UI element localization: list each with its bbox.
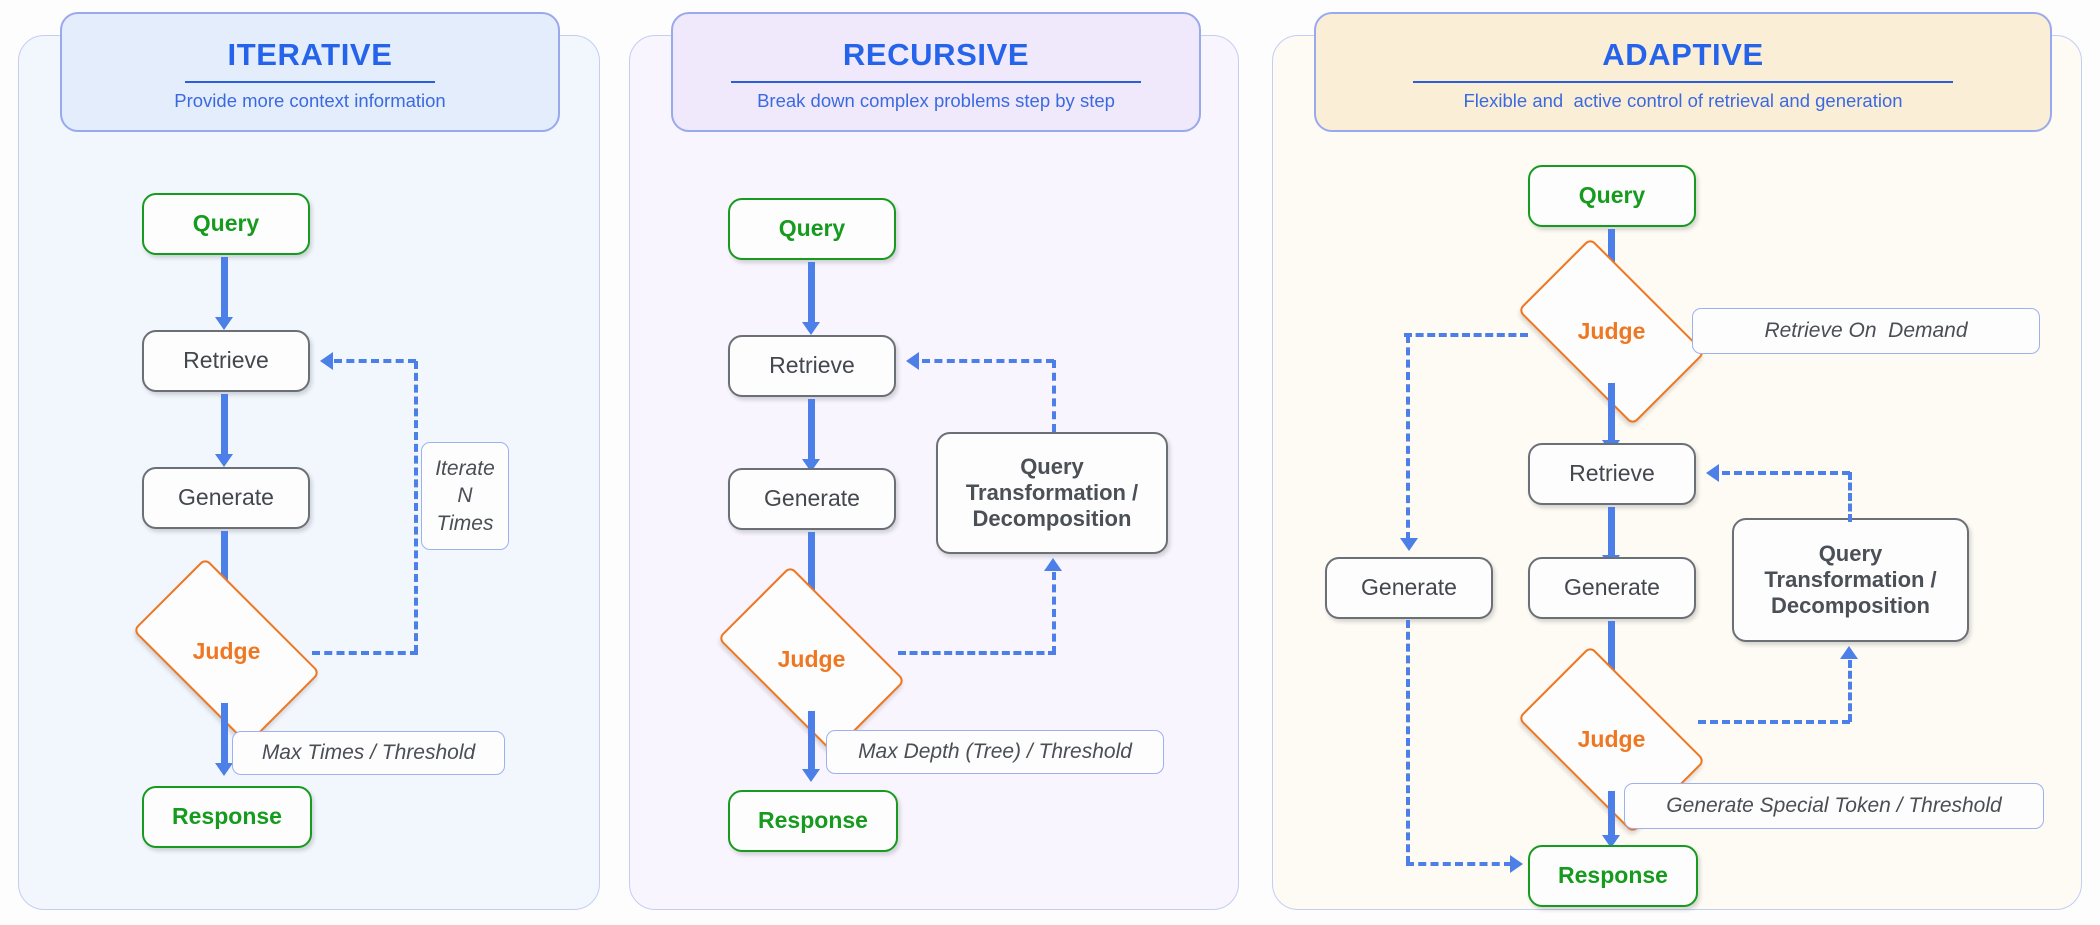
title-divider bbox=[1413, 81, 1953, 83]
arrow-head-down bbox=[1602, 835, 1620, 848]
node-adaptive-judge-top[interactable]: Judge bbox=[1517, 237, 1706, 426]
panel-recursive-title: RECURSIVE bbox=[842, 37, 1030, 73]
note-adaptive-exit: Generate Special Token / Threshold bbox=[1624, 783, 2044, 829]
dashed-judge-right bbox=[312, 651, 418, 655]
node-adaptive-judge-bottom-label: Judge bbox=[1577, 726, 1646, 752]
dashed-left-down bbox=[1406, 335, 1410, 540]
arrow-judge-retrieve bbox=[1608, 383, 1615, 444]
arrow-head-left bbox=[320, 352, 333, 370]
dashed-to-retrieve bbox=[1722, 471, 1850, 475]
arrow-head-down bbox=[215, 763, 233, 776]
dashed-to-response bbox=[1406, 862, 1512, 866]
arrow-head-down bbox=[802, 769, 820, 782]
dashed-judgeb-right bbox=[1698, 720, 1850, 724]
dashed-generate-down bbox=[1406, 620, 1410, 864]
arrow-judge-response bbox=[808, 711, 815, 773]
arrow-query-retrieve bbox=[221, 257, 228, 319]
title-divider bbox=[185, 81, 435, 83]
panel-iterative-subtitle: Provide more context information bbox=[174, 89, 446, 111]
dashed-loop-vertical bbox=[414, 361, 418, 653]
dashed-loop-to-retrieve bbox=[334, 359, 416, 363]
node-iterative-query[interactable]: Query bbox=[142, 193, 310, 255]
dashed-to-retrieve bbox=[922, 359, 1054, 363]
dashed-up-to-transform bbox=[1052, 572, 1056, 654]
arrow-query-retrieve bbox=[808, 262, 815, 324]
dashed-transform-up bbox=[1052, 360, 1056, 432]
arrow-head-left bbox=[1706, 464, 1719, 482]
panel-adaptive-subtitle: Flexible and active control of retrieval… bbox=[1463, 89, 1903, 111]
dashed-up-to-transform bbox=[1848, 660, 1852, 722]
node-adaptive-judge-top-label: Judge bbox=[1577, 318, 1646, 344]
node-iterative-retrieve[interactable]: Retrieve bbox=[142, 330, 310, 392]
arrow-head-down bbox=[802, 322, 820, 335]
node-adaptive-transform[interactable]: Query Transformation / Decomposition bbox=[1732, 518, 1969, 642]
dashed-judge-left bbox=[1404, 333, 1528, 337]
node-recursive-retrieve[interactable]: Retrieve bbox=[728, 335, 896, 397]
node-adaptive-response[interactable]: Response bbox=[1528, 845, 1698, 907]
node-iterative-response[interactable]: Response bbox=[142, 786, 312, 848]
arrow-judge-response bbox=[1608, 791, 1615, 839]
node-recursive-response[interactable]: Response bbox=[728, 790, 898, 852]
arrow-head-down bbox=[215, 317, 233, 330]
arrow-generate-judge bbox=[221, 531, 228, 595]
panel-iterative-header: ITERATIVE Provide more context informati… bbox=[60, 12, 560, 132]
arrow-head-up bbox=[1044, 558, 1062, 571]
panel-recursive-subtitle: Break down complex problems step by step bbox=[757, 89, 1115, 111]
panel-adaptive-header: ADAPTIVE Flexible and active control of … bbox=[1314, 12, 2052, 132]
panel-adaptive-title: ADAPTIVE bbox=[1602, 37, 1764, 73]
arrow-head-down bbox=[1400, 538, 1418, 551]
node-iterative-generate[interactable]: Generate bbox=[142, 467, 310, 529]
dashed-transform-up bbox=[1848, 472, 1852, 522]
node-recursive-generate[interactable]: Generate bbox=[728, 468, 896, 530]
arrow-retrieve-generate bbox=[808, 399, 815, 461]
note-iterative-exit: Max Times / Threshold bbox=[232, 731, 505, 775]
arrow-head-down bbox=[215, 454, 233, 467]
arrow-generate-judge bbox=[1608, 621, 1615, 683]
arrow-judge-response bbox=[221, 703, 228, 767]
node-adaptive-retrieve[interactable]: Retrieve bbox=[1528, 443, 1696, 505]
note-recursive-exit: Max Depth (Tree) / Threshold bbox=[826, 730, 1164, 774]
arrow-head-up bbox=[1840, 646, 1858, 659]
node-recursive-query[interactable]: Query bbox=[728, 198, 896, 260]
node-adaptive-judge-bottom[interactable]: Judge bbox=[1517, 645, 1706, 834]
node-adaptive-generate-mid[interactable]: Generate bbox=[1528, 557, 1696, 619]
panel-iterative-title: ITERATIVE bbox=[227, 37, 393, 73]
note-iterative-loop: Iterate N Times bbox=[421, 442, 509, 550]
arrow-retrieve-generate bbox=[221, 394, 228, 456]
panel-recursive-header: RECURSIVE Break down complex problems st… bbox=[671, 12, 1201, 132]
node-recursive-judge[interactable]: Judge bbox=[717, 565, 906, 754]
arrow-head-right bbox=[1510, 855, 1523, 873]
arrow-retrieve-generate bbox=[1608, 507, 1615, 561]
panel-iterative-body bbox=[18, 35, 600, 910]
node-adaptive-generate-left[interactable]: Generate bbox=[1325, 557, 1493, 619]
node-iterative-judge[interactable]: Judge bbox=[132, 557, 321, 746]
arrow-head-left bbox=[906, 352, 919, 370]
node-recursive-judge-label: Judge bbox=[777, 646, 846, 672]
arrow-query-judge bbox=[1608, 229, 1615, 277]
node-iterative-judge-label: Judge bbox=[192, 638, 261, 664]
dashed-judge-right bbox=[898, 651, 1056, 655]
arrow-generate-judge bbox=[808, 532, 815, 602]
title-divider bbox=[731, 81, 1141, 83]
node-adaptive-query[interactable]: Query bbox=[1528, 165, 1696, 227]
note-adaptive-on-demand: Retrieve On Demand bbox=[1692, 308, 2040, 354]
node-recursive-transform[interactable]: Query Transformation / Decomposition bbox=[936, 432, 1168, 554]
